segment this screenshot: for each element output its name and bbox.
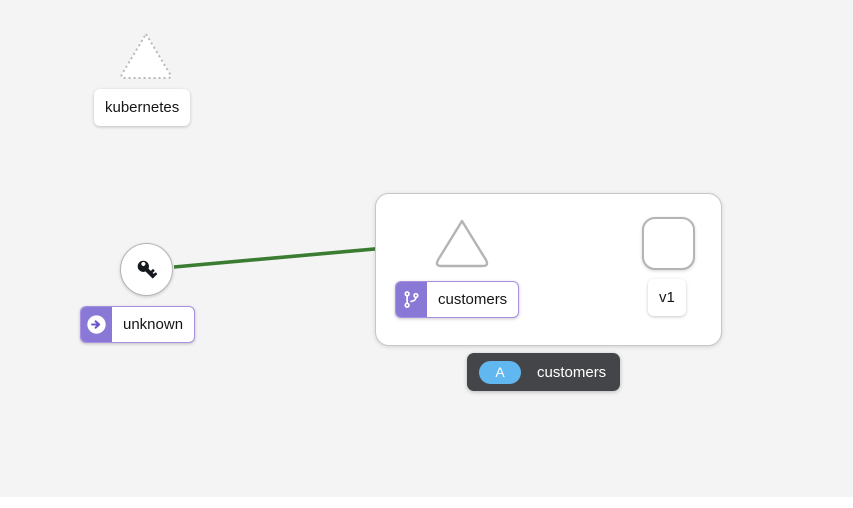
node-label-customers[interactable]: customers (395, 281, 520, 318)
tooltip-app-badge: A (479, 360, 521, 384)
node-label-v1[interactable]: v1 (648, 279, 686, 316)
node-label-v1-text: v1 (659, 289, 675, 306)
git-branch-icon (396, 282, 427, 317)
node-label-kubernetes-text: kubernetes (105, 99, 180, 116)
bottom-strip (0, 497, 853, 508)
graph-canvas[interactable]: kubernetes unknown (0, 0, 853, 497)
node-customers-triangle[interactable] (433, 216, 491, 270)
node-label-customers-text: customers (438, 291, 508, 308)
node-label-unknown-text: unknown (123, 316, 184, 333)
tooltip-label-text: customers (537, 363, 607, 381)
node-label-unknown[interactable]: unknown (80, 306, 196, 343)
key-icon (137, 260, 157, 278)
node-v1-rounded-square[interactable] (642, 217, 695, 270)
tooltip-customers: A customers (467, 353, 621, 391)
node-label-kubernetes[interactable]: kubernetes (94, 89, 191, 126)
node-kubernetes-triangle[interactable] (118, 30, 174, 82)
arrow-right-circle-icon (81, 307, 112, 342)
node-unknown-circle[interactable] (120, 243, 173, 296)
